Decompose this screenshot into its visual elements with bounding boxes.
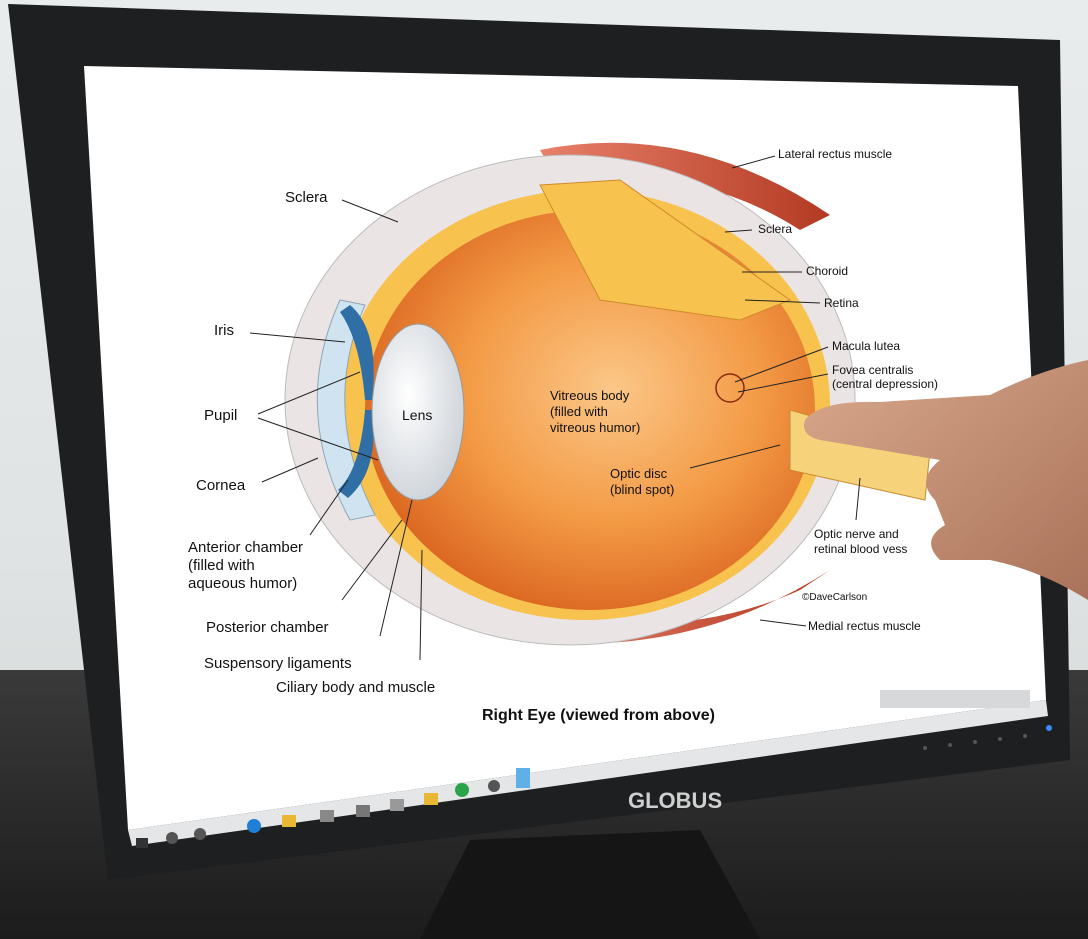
start-icon[interactable] <box>136 838 148 848</box>
label-cornea: Cornea <box>196 477 246 494</box>
label-retina: Retina <box>824 296 859 310</box>
folder-icon[interactable] <box>424 793 438 805</box>
label-sclera-top: Sclera <box>285 189 328 206</box>
label-lateral-rectus: Lateral rectus muscle <box>778 147 892 161</box>
edge-browser-icon[interactable] <box>247 819 261 833</box>
label-ciliary: Ciliary body and muscle <box>276 679 435 696</box>
label-fovea-1: Fovea centralis <box>832 363 913 377</box>
label-optic-disc-1: Optic disc <box>610 466 668 481</box>
label-vitreous-2: (filled with <box>550 404 608 419</box>
label-anterior-1: Anterior chamber <box>188 539 303 556</box>
diagram-title: Right Eye (viewed from above) <box>482 707 715 724</box>
bezel-button[interactable] <box>948 743 952 747</box>
system-tray-area[interactable] <box>880 690 1030 708</box>
label-anterior-2: (filled with <box>188 557 255 574</box>
label-optic-nerve-2: retinal blood vess <box>814 542 907 556</box>
system-tray[interactable] <box>880 690 1030 708</box>
file-explorer-icon[interactable] <box>282 815 296 827</box>
label-medial-rectus: Medial rectus muscle <box>808 619 921 633</box>
store-icon[interactable] <box>320 810 334 822</box>
photos-icon[interactable] <box>516 768 530 788</box>
monitor-stand <box>420 830 760 939</box>
label-vitreous-3: vitreous humor) <box>550 420 640 435</box>
label-fovea-2: (central depression) <box>832 377 938 391</box>
search-icon[interactable] <box>166 832 178 844</box>
mail-icon[interactable] <box>356 805 370 817</box>
label-macula: Macula lutea <box>832 339 900 353</box>
power-led-icon[interactable] <box>1046 725 1052 731</box>
label-choroid: Choroid <box>806 264 848 278</box>
label-iris: Iris <box>214 322 234 339</box>
chrome-icon[interactable] <box>455 783 469 797</box>
calendar-icon[interactable] <box>390 799 404 811</box>
settings-icon[interactable] <box>488 780 500 792</box>
task-view-icon[interactable] <box>194 828 206 840</box>
label-suspensory: Suspensory ligaments <box>204 655 352 672</box>
bezel-button[interactable] <box>973 740 977 744</box>
label-sclera-right: Sclera <box>758 222 792 236</box>
label-pupil: Pupil <box>204 407 237 424</box>
brand-logo: GLOBUS <box>628 788 722 813</box>
label-posterior-chamber: Posterior chamber <box>206 619 329 636</box>
bezel-button[interactable] <box>1023 734 1027 738</box>
label-optic-disc-2: (blind spot) <box>610 482 674 497</box>
credit-text: ©DaveCarlson <box>802 592 867 603</box>
label-optic-nerve-1: Optic nerve and <box>814 527 899 541</box>
label-anterior-3: aqueous humor) <box>188 575 297 592</box>
label-lens: Lens <box>402 407 432 423</box>
bezel-button[interactable] <box>998 737 1002 741</box>
label-vitreous-1: Vitreous body <box>550 388 630 403</box>
bezel-button[interactable] <box>923 746 927 750</box>
